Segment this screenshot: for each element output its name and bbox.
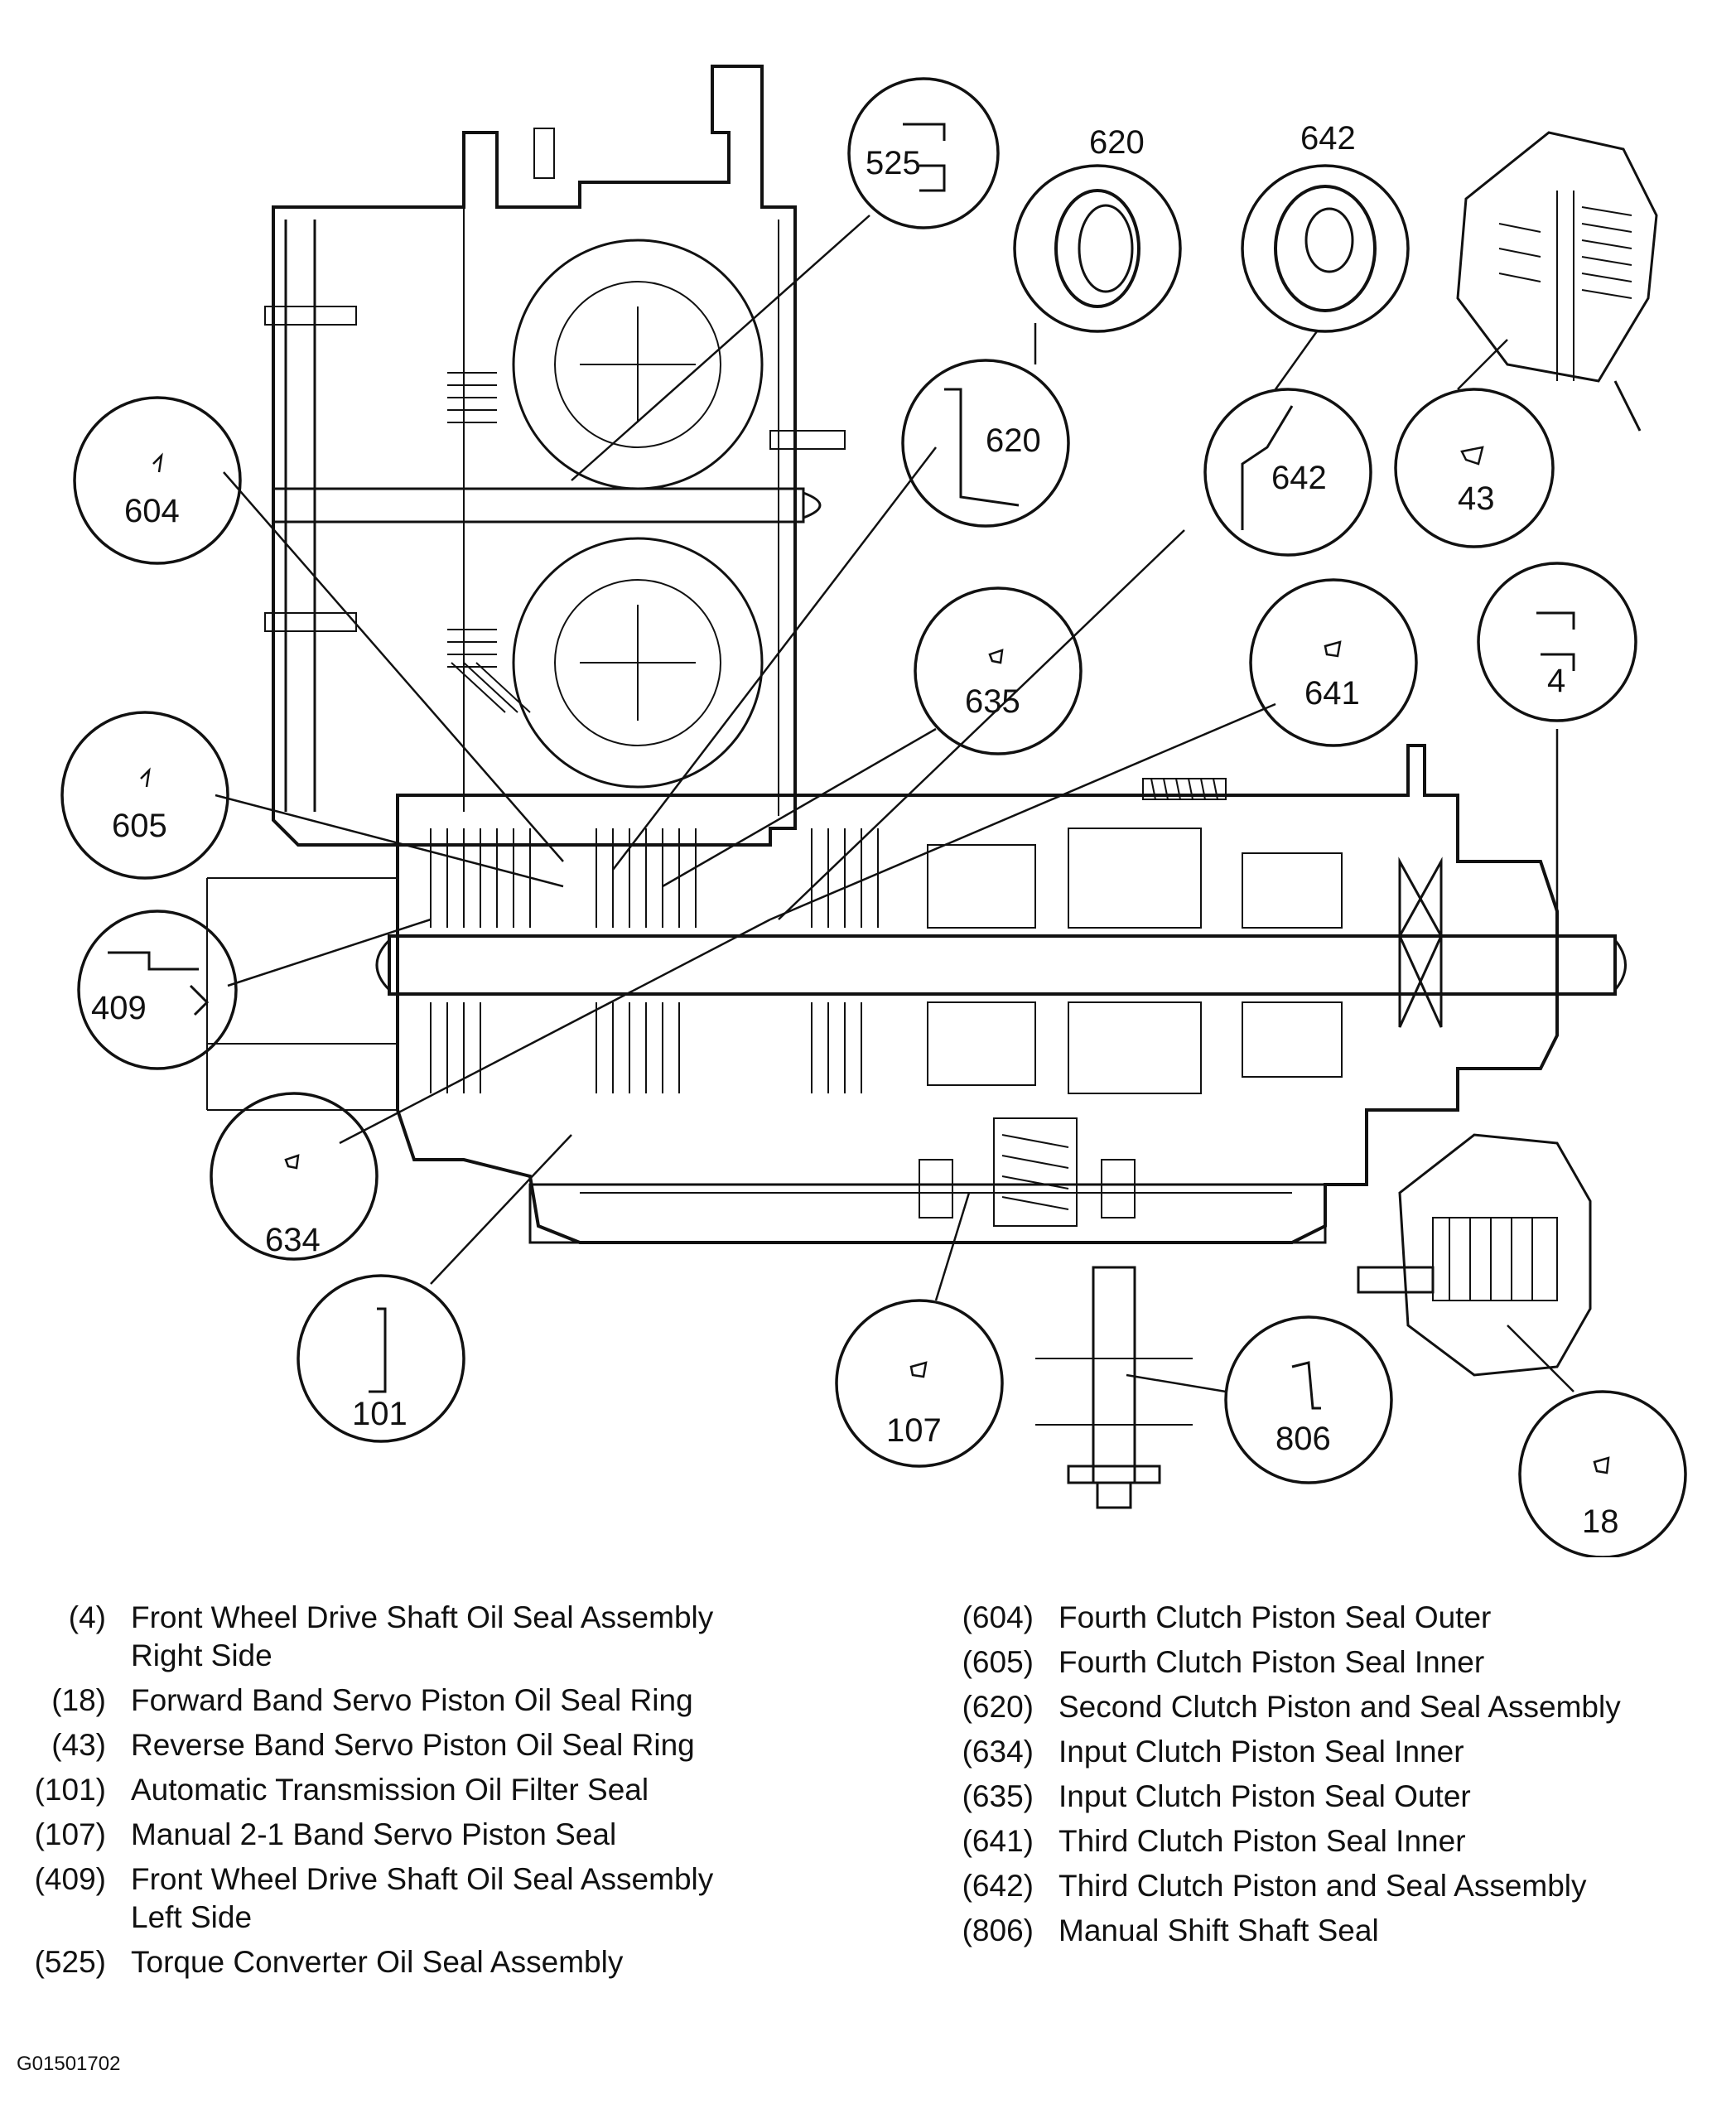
callout-107: 107 xyxy=(835,1299,1004,1468)
legend-item: (409) Front Wheel Drive Shaft Oil Seal As… xyxy=(25,1860,911,1937)
legend-item: (634) Input Clutch Piston Seal Inner xyxy=(944,1733,1723,1771)
parts-legend: (4) Front Wheel Drive Shaft Oil Seal Asse… xyxy=(0,1599,1736,2063)
legend-item-description: Automatic Transmission Oil Filter Seal xyxy=(131,1773,649,1807)
callout-label-409: 409 xyxy=(91,990,147,1026)
legend-item-number: (43) xyxy=(51,1728,106,1762)
callout-604: 604 xyxy=(73,396,242,565)
callout-label-101: 101 xyxy=(352,1396,407,1432)
legend-item-number: (620) xyxy=(962,1690,1034,1724)
legend-item-description: Manual Shift Shaft Seal xyxy=(1058,1913,1379,1947)
callout-label-604: 604 xyxy=(124,493,180,529)
callout-label-605: 605 xyxy=(112,808,167,844)
callout-label-18: 18 xyxy=(1582,1503,1619,1540)
callout-409: 409 xyxy=(77,910,238,1070)
callout-620: 620 xyxy=(1013,124,1182,333)
legend-item-number: (634) xyxy=(962,1735,1034,1769)
callout-642b: 642 xyxy=(1203,388,1372,557)
legend-item-number: (635) xyxy=(962,1779,1034,1813)
reverse-band-servo-assembly xyxy=(1456,131,1658,432)
legend-item-number: (641) xyxy=(962,1824,1034,1858)
callout-label-4: 4 xyxy=(1547,663,1565,699)
legend-item-description: Torque Converter Oil Seal Assembly xyxy=(131,1945,624,1979)
legend-item-number: (605) xyxy=(962,1645,1034,1679)
legend-item-number: (525) xyxy=(34,1945,106,1979)
legend-item: (635) Input Clutch Piston Seal Outer xyxy=(944,1778,1723,1816)
callout-label-43: 43 xyxy=(1458,480,1495,517)
callout-620b: 620 xyxy=(901,359,1070,528)
legend-item-number: (18) xyxy=(51,1683,106,1717)
forward-band-servo-assembly xyxy=(1357,1133,1592,1377)
callout-806: 806 xyxy=(1224,1315,1393,1484)
legend-item-description: Fourth Clutch Piston Seal Inner xyxy=(1058,1645,1485,1679)
legend-item-description: Third Clutch Piston and Seal Assembly xyxy=(1058,1869,1587,1903)
legend-item: (642) Third Clutch Piston and Seal Assemb… xyxy=(944,1867,1723,1905)
figure-id: G01501702 xyxy=(17,2053,121,2075)
callout-label-635: 635 xyxy=(965,683,1020,720)
callout-634: 634 xyxy=(210,1092,379,1261)
legend-item-description: Forward Band Servo Piston Oil Seal Ring xyxy=(131,1683,693,1717)
legend-item-description: Manual 2-1 Band Servo Piston Seal xyxy=(131,1817,617,1851)
legend-item: (604) Fourth Clutch Piston Seal Outer xyxy=(944,1599,1723,1637)
callout-101: 101 xyxy=(297,1274,465,1443)
manual-shift-shaft-assembly xyxy=(1035,1266,1193,1509)
legend-item: (620) Second Clutch Piston and Seal Assem… xyxy=(944,1688,1723,1726)
callout-label-107: 107 xyxy=(886,1412,942,1449)
legend-item-description: Input Clutch Piston Seal Inner xyxy=(1058,1735,1464,1769)
callout-18: 18 xyxy=(1518,1390,1687,1557)
callout-label-642b: 642 xyxy=(1271,460,1327,496)
callout-label-641: 641 xyxy=(1304,675,1360,712)
legend-item: (101) Automatic Transmission Oil Filter S… xyxy=(25,1771,911,1809)
legend-item-number: (806) xyxy=(962,1913,1034,1947)
transmission-housing xyxy=(206,65,1627,1244)
callout-4: 4 xyxy=(1477,562,1637,722)
legend-item: (107) Manual 2-1 Band Servo Piston Seal xyxy=(25,1816,911,1854)
callout-43: 43 xyxy=(1394,388,1555,548)
transmission-seal-diagram: 525 620 642 43 604 620 642 635 xyxy=(60,65,1687,1557)
callout-label-806: 806 xyxy=(1275,1421,1331,1457)
legend-item-description: Reverse Band Servo Piston Oil Seal Ring xyxy=(131,1728,695,1762)
legend-item-number: (642) xyxy=(962,1869,1034,1903)
legend-item-description: Input Clutch Piston Seal Outer xyxy=(1058,1779,1471,1813)
callout-641: 641 xyxy=(1249,578,1418,747)
legend-item-number: (107) xyxy=(34,1817,106,1851)
legend-item: (4) Front Wheel Drive Shaft Oil Seal Asse… xyxy=(25,1599,911,1675)
legend-item-description: Fourth Clutch Piston Seal Outer xyxy=(1058,1600,1492,1634)
legend-item-number: (409) xyxy=(34,1862,106,1896)
legend-item-description: Front Wheel Drive Shaft Oil Seal Assembl… xyxy=(131,1862,714,1934)
legend-item-number: (101) xyxy=(34,1773,106,1807)
legend-right-column: (604) Fourth Clutch Piston Seal Outer (605… xyxy=(944,1599,1723,1957)
legend-item-description: Second Clutch Piston and Seal Assembly xyxy=(1058,1690,1621,1724)
legend-item: (806) Manual Shift Shaft Seal xyxy=(944,1912,1723,1950)
callout-label-634: 634 xyxy=(265,1222,321,1258)
legend-item-number: (604) xyxy=(962,1600,1034,1634)
legend-left-column: (4) Front Wheel Drive Shaft Oil Seal Asse… xyxy=(25,1599,911,1988)
legend-item: (18) Forward Band Servo Piston Oil Seal R… xyxy=(25,1682,911,1720)
callout-642: 642 xyxy=(1241,120,1410,333)
callout-605: 605 xyxy=(60,711,229,880)
legend-item-number: (4) xyxy=(68,1600,106,1634)
callout-525: 525 xyxy=(847,77,1000,229)
legend-item: (525) Torque Converter Oil Seal Assembly xyxy=(25,1943,911,1981)
callout-top-label-642: 642 xyxy=(1300,120,1356,157)
legend-item: (641) Third Clutch Piston Seal Inner xyxy=(944,1822,1723,1860)
callout-label-525: 525 xyxy=(866,145,921,181)
legend-item-description: Front Wheel Drive Shaft Oil Seal Assembl… xyxy=(131,1600,714,1672)
legend-item: (43) Reverse Band Servo Piston Oil Seal R… xyxy=(25,1726,911,1764)
legend-item: (605) Fourth Clutch Piston Seal Inner xyxy=(944,1643,1723,1682)
callout-top-label-620: 620 xyxy=(1089,124,1145,161)
leader-lines xyxy=(215,215,1574,1393)
callout-label-620b: 620 xyxy=(986,422,1041,459)
legend-item-description: Third Clutch Piston Seal Inner xyxy=(1058,1824,1466,1858)
callout-635: 635 xyxy=(914,586,1083,755)
